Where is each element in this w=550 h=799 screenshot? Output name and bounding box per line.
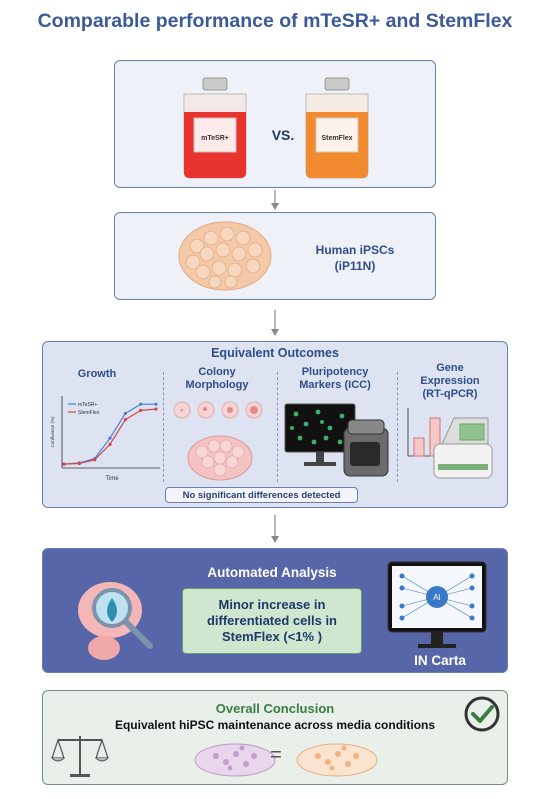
gene-line-2: Expression (420, 375, 480, 387)
pluri-line-2: Markers (ICC) (299, 379, 371, 391)
series-point-0-3 (108, 436, 112, 440)
arrow-1 (271, 190, 279, 210)
divider-2 (277, 372, 278, 482)
ipsc-colony-icon (178, 221, 272, 291)
gene-expression-label: Gene Expression (RT-qPCR) (405, 362, 495, 401)
finding-line-1: Minor increase in (218, 597, 326, 612)
ai-monitor-icon: AI (387, 561, 487, 648)
orange-dish-icon (296, 743, 378, 777)
mtesr-bottle-icon (183, 77, 247, 179)
conclusion-text: Equivalent hiPSC maintenance across medi… (114, 718, 436, 732)
finding-line-2: differentiated cells in (206, 613, 338, 628)
series-point-1-0 (62, 462, 66, 466)
colony-label: Colony Morphology (172, 366, 262, 392)
series-point-1-6 (154, 407, 158, 411)
divider-3 (397, 372, 398, 482)
pcr-machine-icon (407, 408, 493, 479)
stemflex-bottle-icon (305, 77, 369, 179)
chart-legend: mTeSR+ StemFlex (68, 402, 100, 416)
gene-line-1: Gene (436, 362, 464, 374)
growth-label: Growth (77, 368, 117, 380)
conclusion-heading: Overall Conclusion (215, 701, 335, 716)
no-difference-note: No significant differences detected (165, 487, 358, 503)
balance-scale-icon (51, 736, 109, 777)
microscope-monitor-icon (284, 403, 389, 477)
vs-label: VS. (272, 127, 295, 143)
monitor-label: IN Carta (414, 653, 466, 668)
mtesr-bottle-label: mTeSR+ (201, 135, 229, 142)
cells-label: Human iPSCs (iP11N) (300, 242, 410, 274)
gene-line-3: (RT-qPCR) (422, 388, 478, 400)
finding-box: Minor increase in differentiated cells i… (182, 588, 362, 654)
legend-label-1: StemFlex (78, 410, 100, 416)
conclusion-panel (42, 690, 508, 785)
x-axis-label: Time (105, 476, 119, 482)
checkmark-icon (464, 696, 500, 732)
purple-dish-icon (194, 743, 276, 777)
finding-line-3: StemFlex (<1% ) (221, 629, 323, 644)
pluripotency-label: Pluripotency Markers (ICC) (285, 366, 385, 392)
page-title: Comparable performance of mTeSR+ and Ste… (37, 10, 513, 32)
series-point-0-5 (139, 402, 143, 406)
ai-label: AI (433, 593, 441, 602)
y-axis-label: Confluence (%) (50, 416, 55, 448)
stemflex-bottle-label: StemFlex (321, 135, 352, 142)
divider-1 (163, 372, 164, 482)
cells-line-2: (iP11N) (334, 259, 376, 273)
series-point-1-3 (108, 442, 112, 446)
equals-sign: = (270, 744, 282, 766)
magnifier-cell-icon (78, 582, 153, 660)
series-point-1-5 (139, 408, 143, 412)
cells-panel (114, 212, 436, 300)
colony-line-1: Colony (198, 366, 236, 378)
arrow-3 (271, 515, 279, 543)
series-point-0-4 (123, 411, 127, 416)
series-point-1-2 (93, 458, 97, 462)
analysis-heading: Automated Analysis (207, 565, 337, 580)
colony-morphology-icon (173, 401, 263, 481)
cells-line-1: Human iPSCs (315, 243, 395, 257)
media-panel (114, 60, 436, 188)
series-point-0-6 (154, 402, 158, 406)
growth-chart: Confluence (%) Time mTeSR+ StemFlex (50, 396, 160, 482)
colony-line-2: Morphology (185, 379, 249, 391)
outcomes-heading: Equivalent Outcomes (211, 346, 339, 360)
arrow-2 (271, 310, 279, 336)
series-point-1-1 (77, 461, 81, 466)
series-point-1-4 (123, 418, 127, 422)
pluri-line-1: Pluripotency (301, 366, 369, 378)
media-bottles: mTeSR+ VS. StemFlex (183, 77, 369, 179)
legend-label-0: mTeSR+ (78, 402, 97, 408)
